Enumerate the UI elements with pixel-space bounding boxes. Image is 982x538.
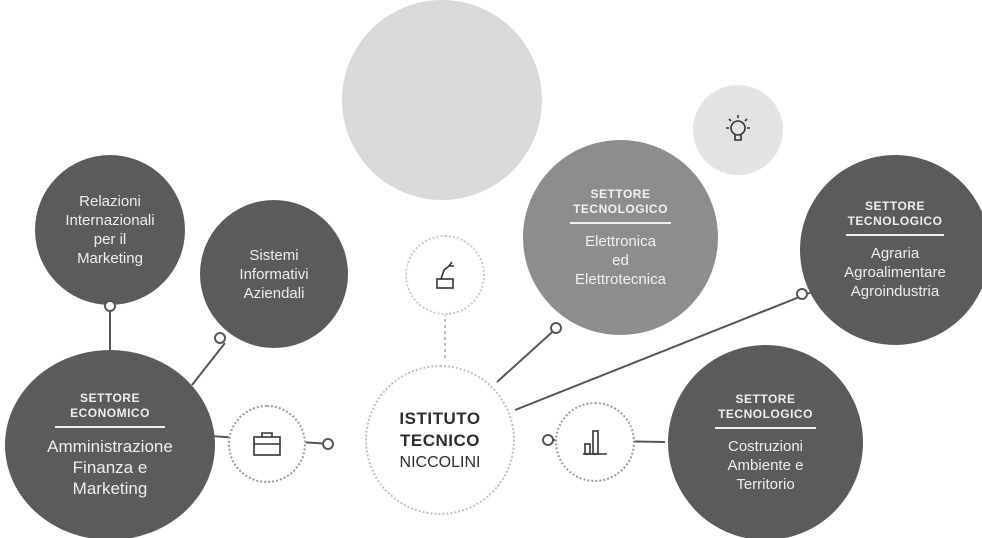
divider <box>570 221 671 224</box>
center-title: TECNICO <box>400 430 480 450</box>
elettronica-knob <box>550 322 562 334</box>
agraria-heading: TECNOLOGICO <box>847 214 943 228</box>
costruzioni-course: Costruzioni <box>727 437 804 455</box>
elettronica-heading: SETTORE <box>590 186 651 201</box>
costruzioni-heading: TECNOLOGICO <box>718 406 813 421</box>
header-circle <box>342 0 542 200</box>
relazioni-knob <box>104 300 116 312</box>
node-elettronica: SETTORE TECNOLOGICO Elettronica ed Elett… <box>523 140 718 335</box>
costruzioni-course: Ambiente e <box>727 456 804 474</box>
sistemi-line: Aziendali <box>243 284 305 302</box>
costruzioni-knob <box>542 434 554 446</box>
sistemi-line: Sistemi <box>249 246 299 264</box>
agraria-course: Agroalimentare <box>844 264 946 281</box>
divider <box>846 234 944 236</box>
costruzioni-course: Territorio <box>736 475 795 493</box>
costruzioni-heading: SETTORE <box>735 391 796 406</box>
elettronica-course: Elettrotecnica <box>575 270 666 288</box>
agraria-heading: SETTORE <box>865 199 925 213</box>
economico-course: Amministrazione <box>47 437 173 456</box>
node-sistemi-informativi: Sistemi Informativi Aziendali <box>200 200 348 348</box>
node-agraria: SETTORE TECNOLOGICO Agraria Agroalimenta… <box>800 155 982 345</box>
light-bulb-icon <box>726 115 750 141</box>
robot-arm-badge <box>405 235 485 315</box>
economico-course: Marketing <box>72 479 148 498</box>
agraria-knob <box>796 288 808 300</box>
agraria-course: Agroindustria <box>850 283 940 300</box>
briefcase-icon <box>253 432 281 456</box>
node-settore-economico: SETTORE ECONOMICO Amministrazione Finanz… <box>5 350 215 538</box>
relazioni-line: per il <box>93 231 127 248</box>
economico-heading: ECONOMICO <box>70 406 150 420</box>
relazioni-line: Internazionali <box>65 212 155 229</box>
economico-knob <box>322 438 334 450</box>
node-costruzioni: SETTORE TECNOLOGICO Costruzioni Ambiente… <box>668 345 863 538</box>
divider <box>715 426 816 429</box>
sistemi-line: Informativi <box>239 265 309 283</box>
economico-course: Finanza e <box>72 458 148 477</box>
briefcase-badge <box>228 405 306 483</box>
sistemi-knob <box>214 332 226 344</box>
connector-elettronica <box>496 324 561 383</box>
center-title: ISTITUTO <box>399 408 481 428</box>
connector-sistemi <box>191 342 226 386</box>
relazioni-line: Relazioni <box>79 193 141 210</box>
node-relazioni-internazionali: Relazioni Internazionali per il Marketin… <box>35 155 185 305</box>
connector-agraria <box>514 291 813 411</box>
elettronica-course: Elettronica <box>585 232 656 250</box>
divider <box>55 426 165 428</box>
economico-heading: SETTORE <box>80 391 140 405</box>
light-bulb-badge <box>693 85 783 175</box>
agraria-course: Agraria <box>870 245 920 262</box>
elettronica-course: ed <box>612 251 629 269</box>
bar-chart-badge <box>555 402 635 482</box>
robot-arm-icon <box>436 261 454 289</box>
bar-chart-icon <box>583 430 607 455</box>
elettronica-heading: TECNOLOGICO <box>573 201 668 216</box>
center-subtitle: NICCOLINI <box>399 453 481 471</box>
node-istituto-tecnico: ISTITUTO TECNICO NICCOLINI <box>365 365 515 515</box>
relazioni-line: Marketing <box>77 250 143 267</box>
